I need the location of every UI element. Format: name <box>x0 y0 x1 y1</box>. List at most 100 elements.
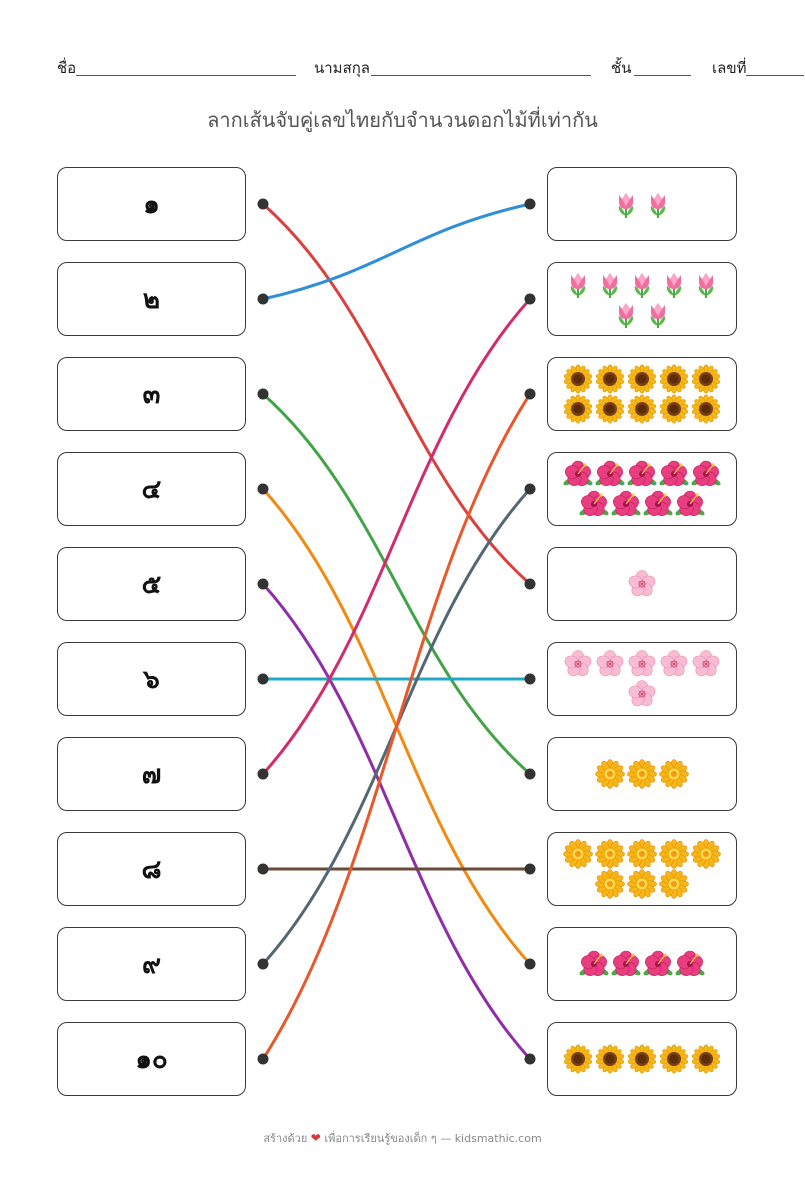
sunflower-icon <box>627 1044 657 1074</box>
blossom-icon <box>595 869 625 899</box>
number-connector-dot[interactable] <box>257 673 269 685</box>
number-connector-dot[interactable] <box>257 958 269 970</box>
blossom-icon <box>659 869 689 899</box>
sunflower-icon <box>691 364 721 394</box>
flower-group-box[interactable] <box>547 167 737 241</box>
footer: สร้างด้วย ❤ เพื่อการเรียนรู้ของเด็ก ๆ — … <box>0 1129 805 1147</box>
match-line[interactable] <box>261 202 532 586</box>
number-label: เลขที่ <box>712 59 747 77</box>
tulip-icon <box>650 303 666 328</box>
flower-group-box[interactable] <box>547 452 737 526</box>
hibiscus-icon <box>611 490 641 516</box>
blossom-icon <box>659 759 689 789</box>
flower-group-box[interactable] <box>547 927 737 1001</box>
sunflower-icon <box>659 394 689 424</box>
sunflower-icon <box>595 394 625 424</box>
cherry-blossom-icon <box>628 680 656 707</box>
hibiscus-icon <box>691 460 721 486</box>
blossom-icon <box>595 759 625 789</box>
blossom-icon <box>691 839 721 869</box>
number-connector-dot[interactable] <box>257 388 269 400</box>
number-box[interactable]: ๑๐ <box>57 1022 246 1096</box>
tulip-icon <box>698 273 714 298</box>
cherry-blossom-icon <box>628 570 656 597</box>
hibiscus-icon <box>643 950 673 976</box>
flower-connector-dot[interactable] <box>524 388 536 400</box>
tulip-icon <box>618 303 634 328</box>
sunflower-icon <box>691 1044 721 1074</box>
sunflower-icon <box>659 1044 689 1074</box>
flower-connector-dot[interactable] <box>524 958 536 970</box>
tulip-icon <box>570 273 586 298</box>
number-connector-dot[interactable] <box>257 293 269 305</box>
surname-line[interactable] <box>371 75 591 76</box>
sunflower-icon <box>563 364 593 394</box>
blossom-icon <box>563 839 593 869</box>
cherry-blossom-icon <box>692 650 720 677</box>
flower-connector-dot[interactable] <box>524 863 536 875</box>
footer-prefix: สร้างด้วย <box>263 1132 308 1145</box>
sunflower-icon <box>595 1044 625 1074</box>
hibiscus-icon <box>611 950 641 976</box>
number-connector-dot[interactable] <box>257 768 269 780</box>
flower-group-box[interactable] <box>547 357 737 431</box>
number-box[interactable]: ๑ <box>57 167 246 241</box>
sunflower-icon <box>563 394 593 424</box>
flower-group-box[interactable] <box>547 737 737 811</box>
flower-group-box[interactable] <box>547 642 737 716</box>
flower-group-box[interactable] <box>547 1022 737 1096</box>
number-connector-dot[interactable] <box>257 578 269 590</box>
tulip-icon <box>602 273 618 298</box>
hibiscus-icon <box>579 490 609 516</box>
tulip-icon <box>650 193 666 218</box>
flower-connector-dot[interactable] <box>524 673 536 685</box>
sunflower-icon <box>563 1044 593 1074</box>
number-box[interactable]: ๒ <box>57 262 246 336</box>
match-line[interactable] <box>261 582 532 1061</box>
number-connector-dot[interactable] <box>257 1053 269 1065</box>
cherry-blossom-icon <box>660 650 688 677</box>
flower-connector-dot[interactable] <box>524 198 536 210</box>
tulip-icon <box>618 193 634 218</box>
number-connector-dot[interactable] <box>257 863 269 875</box>
hibiscus-icon <box>579 950 609 976</box>
number-box[interactable]: ๙ <box>57 927 246 1001</box>
hibiscus-icon <box>563 460 593 486</box>
blossom-icon <box>627 839 657 869</box>
flower-connector-dot[interactable] <box>524 578 536 590</box>
name-line[interactable] <box>76 75 296 76</box>
cherry-blossom-icon <box>596 650 624 677</box>
blossom-icon <box>627 869 657 899</box>
heart-icon: ❤ <box>310 1131 321 1145</box>
match-line[interactable] <box>261 392 532 1061</box>
number-box[interactable]: ๔ <box>57 452 246 526</box>
flower-connector-dot[interactable] <box>524 768 536 780</box>
tulip-icon <box>666 273 682 298</box>
tulip-icon <box>634 273 650 298</box>
blossom-icon <box>595 839 625 869</box>
sunflower-icon <box>595 364 625 394</box>
flower-group-box[interactable] <box>547 832 737 906</box>
match-line[interactable] <box>261 202 532 301</box>
class-line[interactable] <box>634 75 691 76</box>
number-box[interactable]: ๕ <box>57 547 246 621</box>
hibiscus-icon <box>675 490 705 516</box>
number-box[interactable]: ๗ <box>57 737 246 811</box>
match-line[interactable] <box>261 297 532 776</box>
number-connector-dot[interactable] <box>257 483 269 495</box>
flower-connector-dot[interactable] <box>524 1053 536 1065</box>
number-box[interactable]: ๓ <box>57 357 246 431</box>
sunflower-icon <box>691 394 721 424</box>
number-box[interactable]: ๖ <box>57 642 246 716</box>
flower-group-box[interactable] <box>547 547 737 621</box>
match-line[interactable] <box>261 392 532 776</box>
blossom-icon <box>659 839 689 869</box>
number-box[interactable]: ๘ <box>57 832 246 906</box>
flower-group-box[interactable] <box>547 262 737 336</box>
class-label: ชั้น <box>611 59 632 77</box>
flower-connector-dot[interactable] <box>524 293 536 305</box>
number-line[interactable] <box>746 75 804 76</box>
number-connector-dot[interactable] <box>257 198 269 210</box>
cherry-blossom-icon <box>564 650 592 677</box>
flower-connector-dot[interactable] <box>524 483 536 495</box>
